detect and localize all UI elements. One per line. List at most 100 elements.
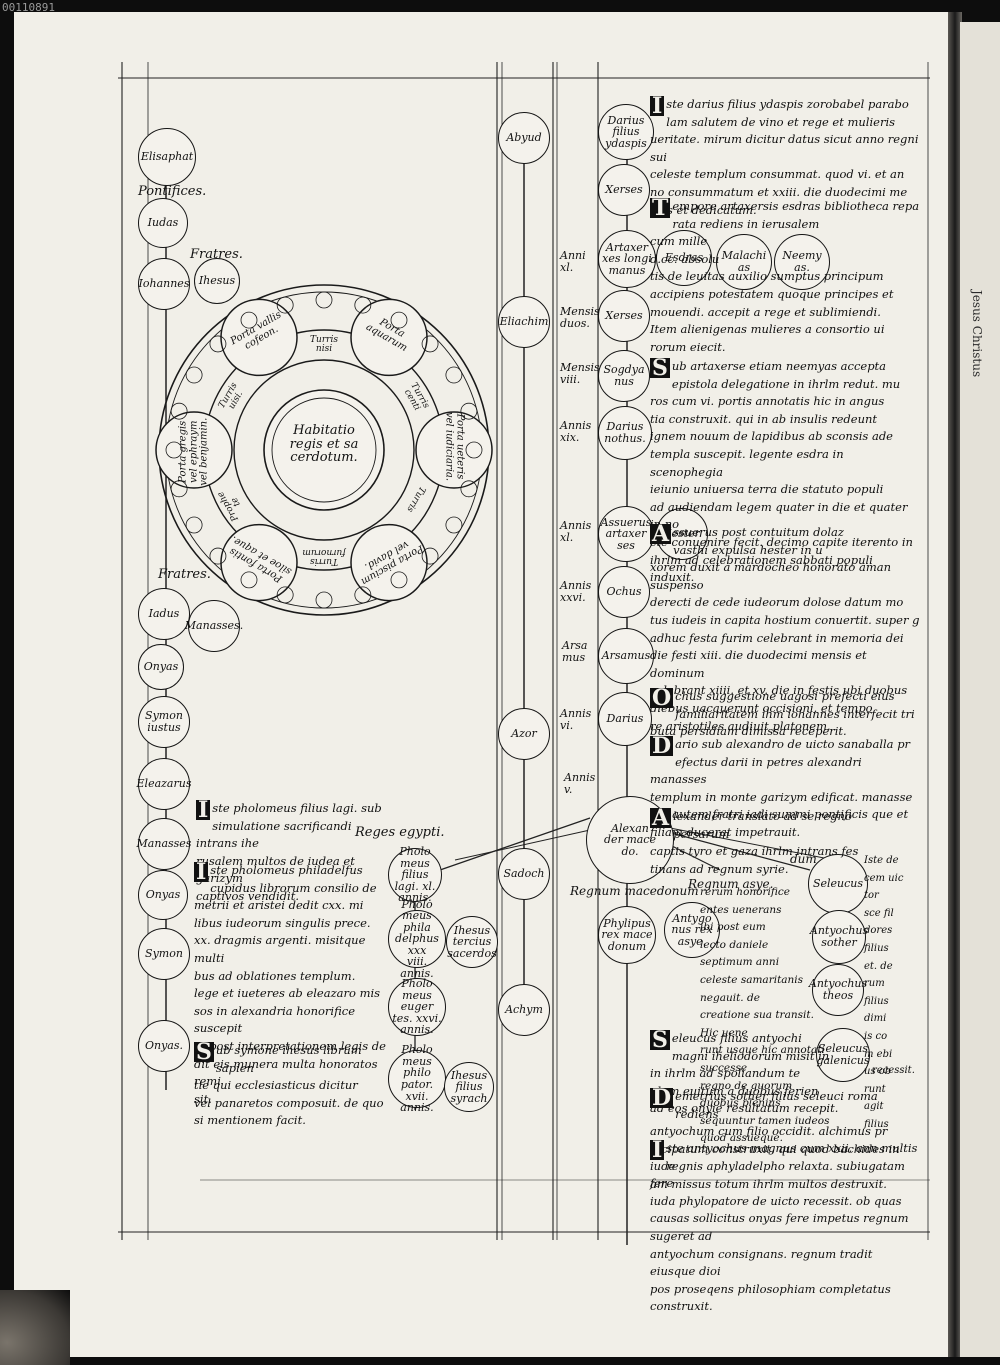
text-body: recessit. [872,1065,915,1076]
wheel-ornament [354,586,372,604]
drop-capital: S [650,355,670,381]
wheel-center-label: Habitatio regis et sa cerdotum. [289,423,359,466]
ptolemy-node-pt3: Pholo meus euger tes. xxvi. annis. [388,978,446,1036]
lineage-node-sogdyanus: Sogdya nus [598,350,650,402]
reign-years-a7: Arsa mus [562,639,588,664]
wheel-ornament [170,402,188,420]
wheel-ornament [421,547,439,565]
lineage-node-esdras: Esdras [656,230,712,286]
reign-years-a8: Annis vi. [560,707,592,732]
text-body: ste pholomeus filius lagi. sub simulatio… [196,801,382,903]
lineage-node-xerses1: Xerses [598,164,650,216]
branch-line [454,829,591,861]
drop-capital: S [194,1039,214,1065]
wheel-ornament [276,586,294,604]
wheel-ornament [240,571,258,589]
lineage-node-neemyas: Neemy as. [774,234,830,290]
reign-years-a1: Anni xl. [560,249,586,274]
wheel-tower-i6: Turris nisi [310,335,338,355]
reign-years-a9: Annis v. [564,771,596,796]
heading-reges-egypti: Reges egypti. [355,825,445,840]
text-body: ste antyochus magnus cum xxii. ann multi… [650,1141,918,1314]
lineage-node-darius_n: Darius nothus. [598,406,652,460]
lineage-node-symon1: Symon iustus [138,696,190,748]
lineage-node-antyochus_t: Antyochus theos [809,964,867,1016]
lineage-node-arsamus: Arsamus [598,628,654,684]
text-body: ste darius filius ydaspis zorobabel para… [650,97,919,217]
wheel-ornament [390,311,408,329]
lineage-node-iudas: Iudas [138,198,188,248]
heading-fratres-bottom: Fratres. [158,567,211,582]
wheel-gate-circle [220,298,298,377]
lineage-node-assuerus: Assuerus artaxer ses [598,506,654,562]
drop-capital: I [194,859,209,885]
reign-years-a3: Mensis viii. [560,361,600,386]
lineage-node-hester: Hester. [656,508,708,560]
wheel-gate-circle [350,523,428,602]
lineage-node-manasses2: Manasses [137,818,191,870]
text-body: ario sub alexandro de uicto sanaballa pr… [650,737,913,839]
wheel-center-circle [263,389,385,511]
lineage-node-iohannes: Iohannes [138,258,190,310]
text-body: rerum honorifice entes uenerans ibi post… [700,886,830,1145]
drop-capital: S [650,1027,670,1053]
wheel-ornament [390,571,408,589]
lineage-node-sadoch: Sadoch [498,848,550,900]
text-body: ssuerus post contuitum dolaz vasthi expu… [650,525,920,733]
lineage-node-phylipus: Phylipus rex mace donum [598,906,656,964]
wheel-ornament [170,480,188,498]
wheel-center-inner [271,397,377,503]
wheel-gate-circle [220,523,298,602]
wheel-ornament [185,516,203,534]
drop-capital: A [650,521,672,547]
ptolemy-node-ihesus_s: Ihesus filius syrach [444,1062,494,1112]
lineage-node-eliachim: Eliachim [498,296,550,348]
lineage-node-antyochus_s: Antyochus sother [810,910,868,964]
wheel-ornament [421,335,439,353]
heading-pontifices: Pontifices. [138,184,207,199]
wheel-ornament [276,296,294,314]
reign-years-a4: Annis xix. [560,419,592,444]
lineage-node-azor: Azor [498,708,550,760]
lineage-node-ihesus: Ihesus [194,258,240,304]
ptolemy-node-ihesus_t: Ihesus tercius sacerdos [446,916,498,968]
wheel-gate-circle [415,411,493,489]
lineage-node-onyas2: Onyas [138,870,188,920]
drop-capital: D [650,1085,674,1111]
ptolemy-node-pt2: Pholo meus phila delphus xxx viii. annis… [388,898,446,979]
text-body: eleucus filius antyochi magni iheliodoru… [650,1031,839,1116]
wheel-ornament [315,591,333,609]
lineage-node-xerses2: Xerses [598,290,650,342]
lineage-node-seleucus_g: Seleucus galenicus [816,1028,870,1082]
holder-thumb [0,1290,70,1365]
wheel-gate-s5: Porta gregis vel ephraym vel benjamin. [177,417,210,486]
wheel-ornament [460,402,478,420]
archive-number: 00110891 [2,1,55,14]
text-body: ub artaxerse etiam neemyas accepta epist… [650,359,913,585]
branch-line [439,817,591,871]
text-body: empore artaxersis esdras bibliotheca rep… [650,199,920,354]
branch-line [659,829,811,871]
drop-capital: A [650,805,672,831]
text-body: ste pholomeus philadelfus cupidus libror… [194,863,386,1106]
wheel-ornament [209,335,227,353]
margin-note-m1: Iste de cem uic tor sce fil dores filius… [864,852,914,1134]
text-block-r8: rerum honorifice entes uenerans ibi post… [700,884,830,1148]
lineage-node-darius_l: Darius [598,692,652,746]
ptolemy-node-pt1: Pholo meus filius lagi. xl. annis. [388,846,442,904]
text-body: Iste de cem uic tor sce fil dores filius… [864,855,904,1130]
lineage-node-antygonus: Antygo nus rex asye. [664,902,720,958]
wheel-ornament [465,441,483,459]
ptolemy-node-pt4: Pholo meus philo pator. xvii. annis. [388,1044,446,1113]
